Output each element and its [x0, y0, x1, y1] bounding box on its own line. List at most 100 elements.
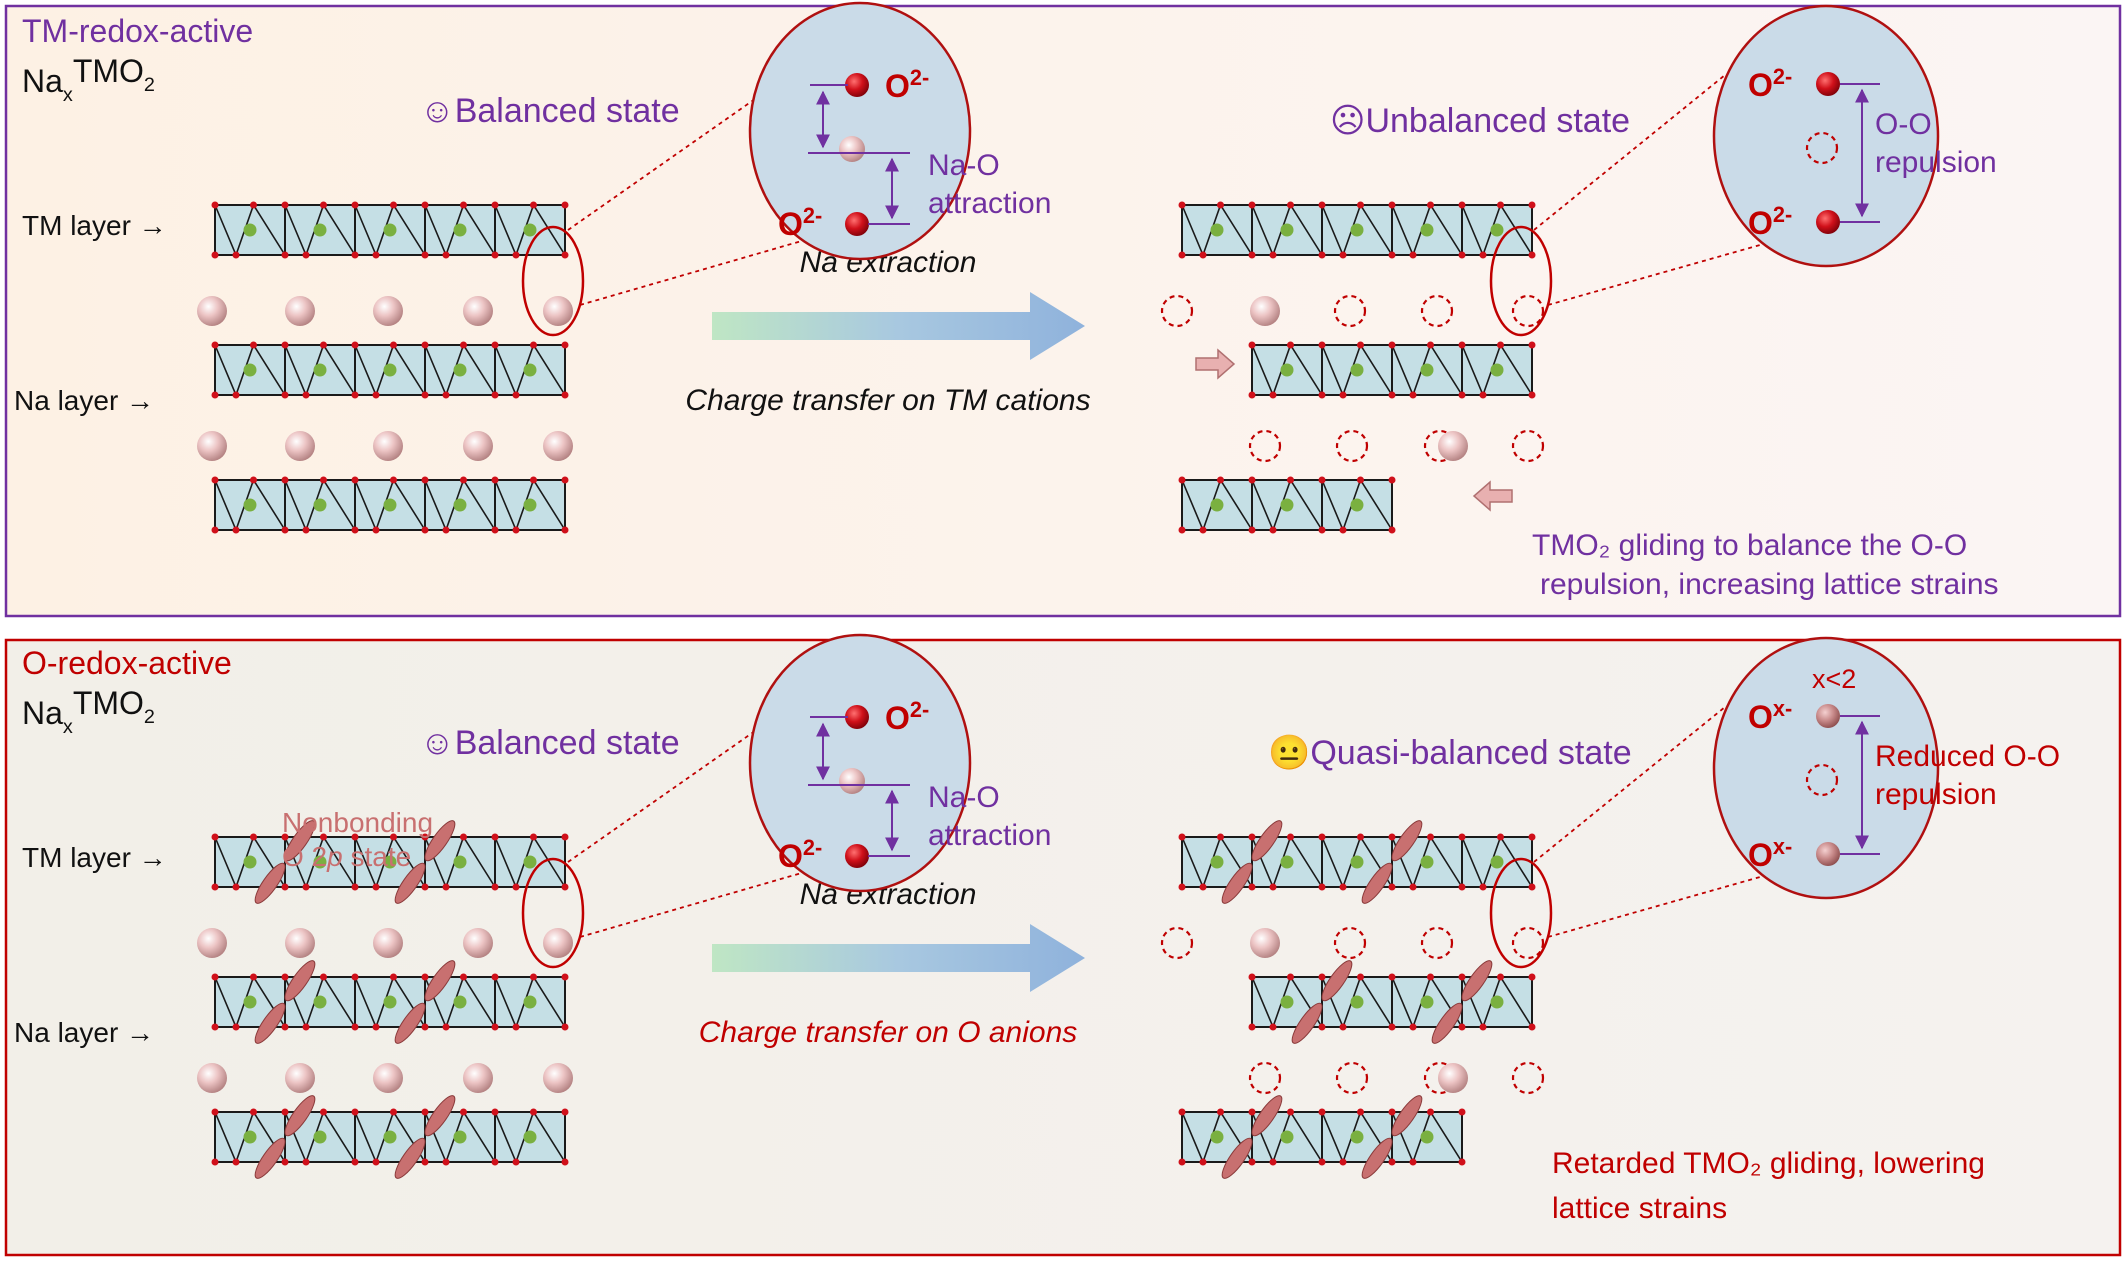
oxygen-site	[1339, 526, 1347, 534]
oxygen-site	[351, 251, 359, 259]
oxygen-site	[1217, 201, 1224, 209]
tm-cation	[453, 223, 467, 237]
sodium-ion	[197, 1063, 227, 1093]
oxygen-site	[561, 973, 569, 981]
oxygen-site	[1497, 973, 1504, 981]
tm-cation	[1490, 223, 1504, 237]
panel-title: O-redox-active	[22, 645, 232, 681]
sodium-vacancy	[1333, 294, 1367, 328]
tm-cation	[1210, 1130, 1224, 1144]
oxygen-site	[1528, 391, 1536, 399]
tm-layer-label: TM layer →	[22, 210, 167, 241]
tm-cation	[523, 223, 537, 237]
relation-label: Reduced O-O	[1875, 740, 2060, 773]
oxygen-site	[1199, 883, 1207, 891]
sodium-ion	[839, 768, 865, 794]
oxygen-site	[1248, 1108, 1256, 1116]
sodium-vacancy	[1248, 429, 1282, 463]
oxygen-site	[250, 833, 257, 841]
oxygen-site	[1248, 201, 1256, 209]
oxygen-site	[1318, 476, 1326, 484]
oxygen-site	[250, 476, 257, 484]
oxygen-site	[1388, 973, 1396, 981]
orbital-lobe	[424, 820, 456, 862]
oxygen-site	[1248, 476, 1256, 484]
tm-cation	[1350, 498, 1364, 512]
tm-cation	[243, 223, 257, 237]
sodium-vacancy	[1511, 294, 1545, 328]
sodium-ion	[543, 431, 573, 461]
oxygen-site	[1248, 391, 1256, 399]
oxygen-site	[530, 1108, 537, 1116]
sodium-ion	[1250, 296, 1280, 326]
zoom-guide-line	[1533, 74, 1726, 231]
tm-cation	[1490, 363, 1504, 377]
o-2p-orbital	[254, 820, 316, 904]
sodium-ion	[285, 296, 315, 326]
oxygen-site	[1339, 1023, 1347, 1031]
orbital-lobe	[284, 820, 316, 862]
tm-cation	[1420, 995, 1434, 1009]
oxygen-site	[302, 526, 310, 534]
oxygen-site	[211, 973, 219, 981]
oxygen-site	[442, 526, 450, 534]
tm-cation	[243, 498, 257, 512]
relation-label: attraction	[928, 187, 1051, 220]
oxygen-site	[460, 476, 467, 484]
oxygen-site	[351, 1023, 359, 1031]
o-2p-orbital	[254, 1095, 316, 1179]
tm-layer	[1248, 960, 1536, 1044]
note-line: TMO₂ gliding to balance the O-O	[1532, 529, 1967, 562]
oxygen-site	[421, 391, 429, 399]
oxygen-site	[1339, 251, 1347, 259]
oxygen-site	[1318, 883, 1326, 891]
oxygen-site	[1318, 201, 1326, 209]
oxygen-site	[530, 476, 537, 484]
oxygen-site	[1528, 251, 1536, 259]
zoom-lens	[1712, 636, 1940, 900]
oxygen-site	[211, 476, 219, 484]
oxygen-anion	[1816, 72, 1840, 96]
oxygen-site	[1409, 1158, 1417, 1166]
oxygen-site	[302, 1158, 310, 1166]
oxygen-site	[421, 1023, 429, 1031]
oxygen-site	[1248, 251, 1256, 259]
orbital-lobe	[254, 1137, 286, 1179]
sodium-ion	[197, 296, 227, 326]
tm-cation	[1420, 855, 1434, 869]
oxygen-site	[390, 201, 397, 209]
oxygen-site	[442, 391, 450, 399]
structure-before	[197, 820, 573, 1179]
oxygen-site	[232, 883, 240, 891]
sodium-vacancy	[1333, 926, 1367, 960]
oxygen-site	[1528, 883, 1536, 891]
oxygen-site	[1318, 391, 1326, 399]
formula-label: NaxTMO2	[22, 53, 155, 106]
oxygen-site	[1388, 201, 1396, 209]
o-2p-orbital	[1291, 960, 1353, 1044]
oxygen-site	[512, 1023, 520, 1031]
oxygen-site	[561, 1023, 569, 1031]
oxygen-site	[1388, 526, 1396, 534]
oxygen-site	[491, 476, 499, 484]
arrow-bottom-label: Charge transfer on TM cations	[685, 384, 1090, 417]
formula-label: NaxTMO2	[22, 685, 155, 738]
tm-cation	[383, 855, 397, 869]
oxygen-site	[211, 883, 219, 891]
oxygen-site	[1388, 391, 1396, 399]
orbital-lobe	[254, 1002, 286, 1044]
orbital-lobe	[1291, 1002, 1323, 1044]
structure-before	[197, 201, 573, 534]
orbital-lobe	[1221, 862, 1253, 904]
oxygen-site	[530, 973, 537, 981]
tm-cation	[523, 995, 537, 1009]
oxygen-site	[1528, 833, 1536, 841]
sodium-ion	[285, 431, 315, 461]
oxygen-site	[1528, 1023, 1536, 1031]
oxygen-site	[1458, 1023, 1466, 1031]
tm-cation	[1350, 995, 1364, 1009]
orbital-lobe	[424, 960, 456, 1002]
oxygen-site	[281, 1023, 289, 1031]
oxygen-site	[1318, 341, 1326, 349]
